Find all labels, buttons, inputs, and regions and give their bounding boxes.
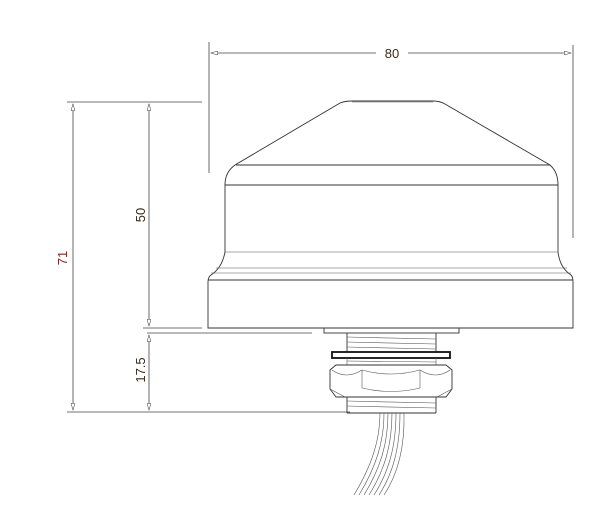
dimension-total-height: 71 [55, 104, 73, 410]
dimension-total-height-label: 71 [55, 251, 70, 265]
part-outline [207, 100, 574, 496]
dimension-upper-height: 50 [133, 104, 149, 326]
nut [329, 364, 453, 398]
dimension-thread-height: 17.5 [133, 335, 149, 410]
washer [331, 351, 451, 359]
thread-upper [346, 333, 437, 352]
dimension-width: 80 [208, 42, 574, 238]
cable-bundle [353, 412, 405, 496]
dimension-width-label: 80 [385, 46, 399, 61]
extension-lines [67, 101, 350, 413]
dimension-upper-height-label: 50 [133, 208, 148, 222]
dimension-thread-height-label: 17.5 [133, 357, 148, 382]
thread-lower [346, 397, 437, 414]
